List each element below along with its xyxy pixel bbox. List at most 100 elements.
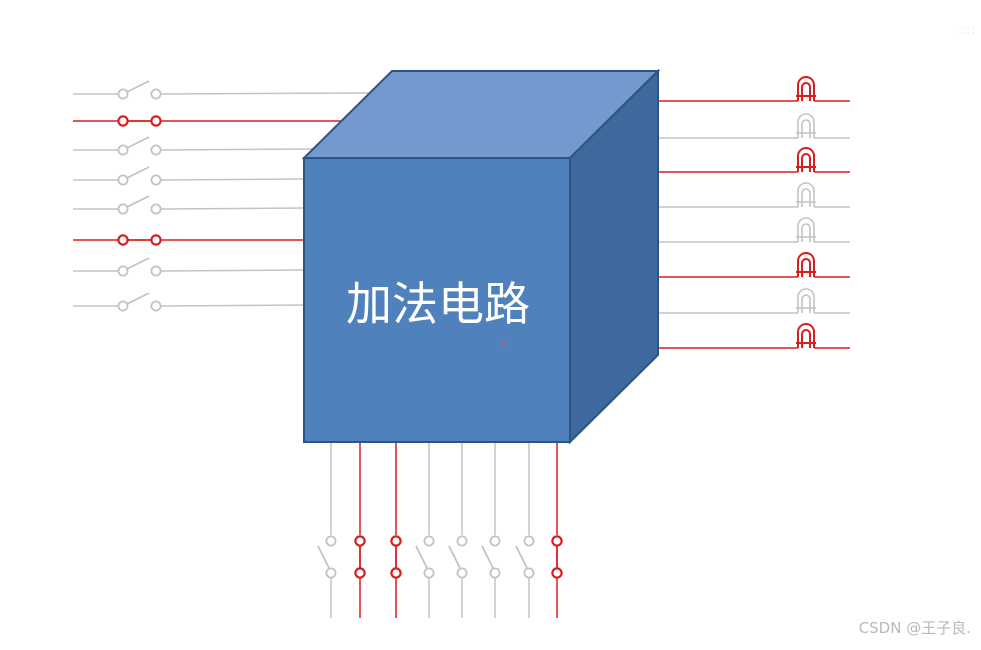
lamp-filament <box>801 223 811 242</box>
lamp-filament <box>801 153 811 172</box>
input-b-switch <box>317 535 337 579</box>
input-a-switch <box>117 115 162 127</box>
switch-terminal <box>523 567 535 579</box>
lamp-bulb <box>797 217 815 242</box>
switch-terminal <box>390 535 402 547</box>
output-lamp <box>796 147 816 172</box>
input-a-wire-out <box>160 92 370 95</box>
input-a-switch <box>117 136 162 156</box>
switch-terminal <box>354 535 366 547</box>
input-a-switch <box>117 166 162 186</box>
switch-terminal <box>523 535 535 547</box>
input-b-switch <box>515 535 535 579</box>
input-b-switches <box>317 535 563 579</box>
output-lamp <box>796 113 816 138</box>
switch-blade <box>126 136 150 149</box>
output-lamp <box>796 323 816 348</box>
switch-terminal <box>354 567 366 579</box>
output-lamp <box>796 182 816 207</box>
cursor-dot <box>500 340 506 346</box>
switch-terminal <box>456 567 468 579</box>
csdn-watermark: CSDN @王子良. <box>858 619 971 637</box>
switch-terminal <box>390 567 402 579</box>
input-a-wire-out <box>160 207 305 210</box>
block-front-face <box>303 157 571 443</box>
input-a-wire-out <box>160 178 305 181</box>
switch-terminal <box>150 265 162 277</box>
lamp-filament <box>801 119 811 138</box>
switch-terminal <box>117 265 129 277</box>
input-b-switch <box>448 535 468 579</box>
switch-terminal <box>150 203 162 215</box>
switch-terminal <box>325 567 337 579</box>
output-lamp <box>796 288 816 313</box>
switch-terminal <box>423 535 435 547</box>
input-a-switch <box>117 195 162 215</box>
switch-blade <box>317 545 330 569</box>
lamp-filament <box>801 258 811 277</box>
switch-blade <box>126 195 150 208</box>
switch-blade <box>126 80 150 93</box>
input-a-switch <box>117 257 162 277</box>
switch-terminal <box>117 300 129 312</box>
switch-blade <box>448 545 461 569</box>
input-a-switch <box>117 292 162 312</box>
switch-terminal <box>456 535 468 547</box>
input-a-wire-out <box>160 269 305 272</box>
corner-watermark: ·∷∷ <box>954 24 975 39</box>
lamp-bulb <box>797 76 815 101</box>
input-b-switch <box>551 535 563 579</box>
input-a-wire-out <box>160 304 305 307</box>
output-lamp <box>796 252 816 277</box>
lamp-bulb <box>797 113 815 138</box>
lamp-bulb <box>797 288 815 313</box>
input-a-switch <box>117 80 162 100</box>
switch-terminal <box>150 300 162 312</box>
output-lamp <box>796 76 816 101</box>
input-b-switch <box>390 535 402 579</box>
switch-terminal <box>150 115 162 127</box>
switch-terminal <box>489 535 501 547</box>
lamp-filament <box>801 82 811 101</box>
input-b-switch <box>481 535 501 579</box>
lamp-bulb <box>797 147 815 172</box>
output-wires <box>644 97 850 352</box>
switch-terminal <box>325 535 337 547</box>
lamp-bulb <box>797 252 815 277</box>
lamp-bulb <box>797 323 815 348</box>
lamp-filament <box>801 188 811 207</box>
switch-blade <box>126 292 150 305</box>
switch-blade <box>126 166 150 179</box>
lamp-filament <box>801 329 811 348</box>
output-lamps <box>796 76 816 348</box>
switch-terminal <box>150 144 162 156</box>
switch-terminal <box>117 88 129 100</box>
switch-terminal <box>117 115 129 127</box>
switch-terminal <box>117 174 129 186</box>
switch-terminal <box>117 203 129 215</box>
input-a-wires <box>73 92 370 307</box>
switch-terminal <box>117 144 129 156</box>
adder-block: 加法电路 <box>301 68 661 445</box>
input-b-wires <box>330 442 558 618</box>
switch-terminal <box>150 234 162 246</box>
switch-terminal <box>423 567 435 579</box>
switch-blade <box>515 545 528 569</box>
switch-blade <box>415 545 428 569</box>
output-lamp <box>796 217 816 242</box>
switch-blade <box>481 545 494 569</box>
lamp-bulb <box>797 182 815 207</box>
switch-terminal <box>150 174 162 186</box>
input-b-switch <box>354 535 366 579</box>
switch-blade <box>126 257 150 270</box>
block-label: 加法电路 <box>346 277 530 331</box>
input-a-switches <box>117 80 162 312</box>
switch-terminal <box>489 567 501 579</box>
lamp-filament <box>801 294 811 313</box>
switch-terminal <box>117 234 129 246</box>
switch-terminal <box>551 567 563 579</box>
input-a-switch <box>117 234 162 246</box>
switch-terminal <box>551 535 563 547</box>
input-b-switch <box>415 535 435 579</box>
